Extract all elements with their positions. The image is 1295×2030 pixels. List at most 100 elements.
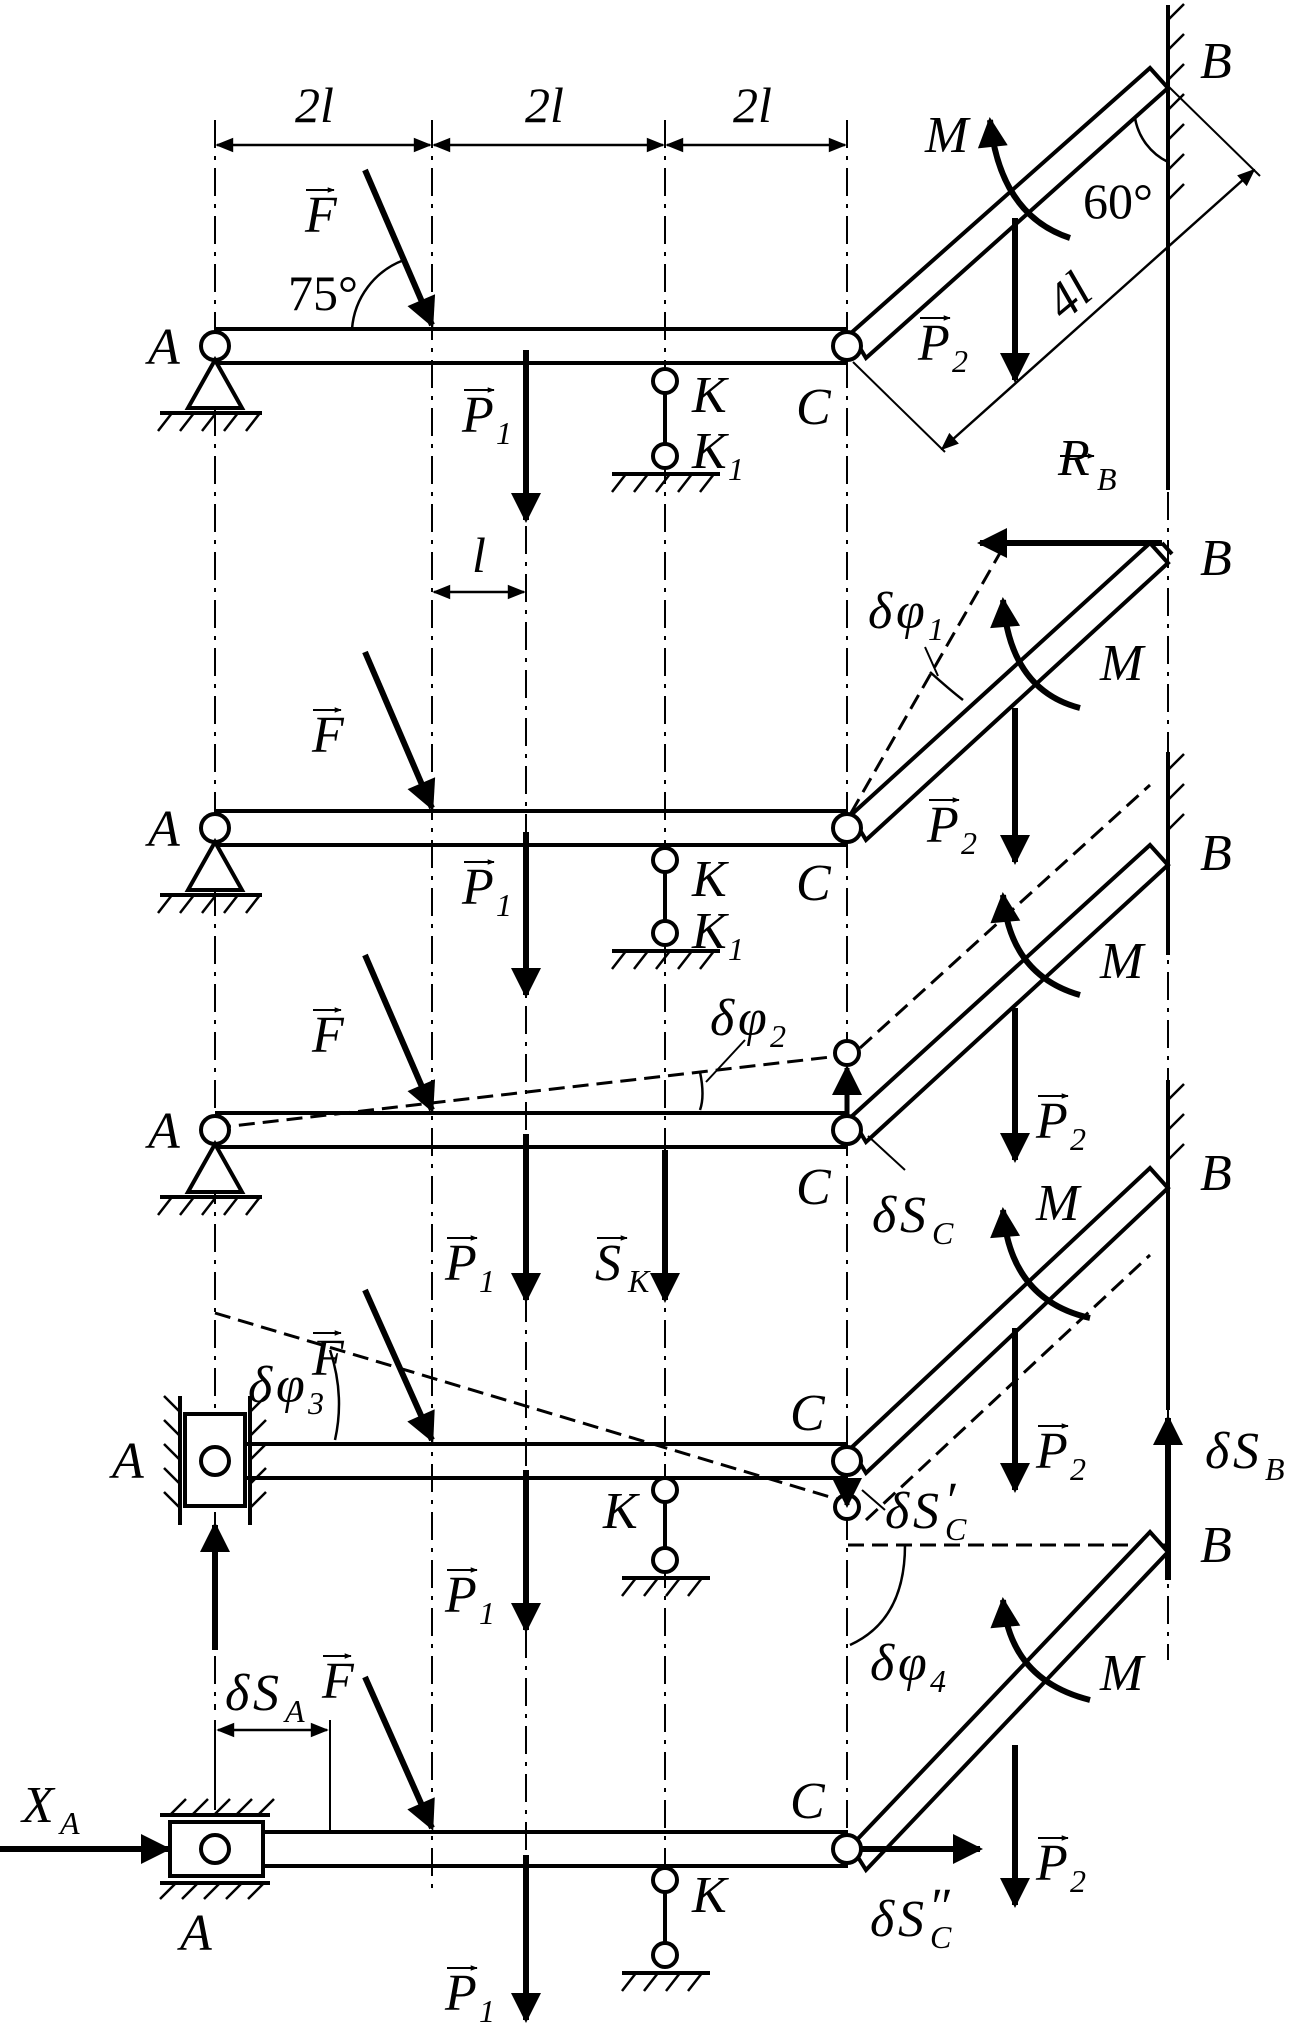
- label-dsb-delta: δ: [1205, 1423, 1230, 1480]
- label-dsc2-sub: C: [930, 1919, 952, 1955]
- label-xa: X: [20, 1777, 56, 1834]
- label-p1-2-sub: 1: [496, 887, 512, 923]
- label-dphi1-phi: φ: [896, 583, 925, 640]
- label-p2-5: P: [1035, 1835, 1068, 1892]
- label-dsa-s: S: [253, 1665, 279, 1722]
- label-dphi2-sub: 2: [770, 1018, 786, 1054]
- label-dsa-delta: δ: [225, 1665, 250, 1722]
- label-dsb-sub: B: [1265, 1451, 1285, 1487]
- angle-60: 60°: [1083, 173, 1153, 229]
- label-p2-2-sub: 2: [961, 825, 977, 861]
- label-sk-sub: K: [627, 1263, 651, 1299]
- label-dphi2-delta: δ: [710, 990, 735, 1047]
- label-dsc1-delta: δ: [885, 1483, 910, 1540]
- label-p1-1-sub: 1: [496, 415, 512, 451]
- dim-4l: 4l: [1035, 262, 1103, 332]
- label-p1-3-sub: 1: [479, 1263, 495, 1299]
- label-sk: S: [595, 1235, 621, 1292]
- label-rb: R: [1057, 430, 1090, 487]
- label-b-5: B: [1200, 1517, 1232, 1574]
- label-k1-1-sub: 1: [728, 451, 744, 487]
- label-dsc1-prime: ′: [944, 1473, 957, 1530]
- label-dsc1-s: S: [913, 1483, 939, 1540]
- guide-lines: [214, 60, 1169, 2020]
- label-xa-sub: A: [58, 1805, 80, 1841]
- label-f-3: F: [311, 1007, 345, 1064]
- label-dphi2-phi: φ: [738, 990, 767, 1047]
- label-c-1: C: [796, 379, 832, 436]
- label-k-2: K: [691, 851, 729, 908]
- label-dsc2-dprime: ″: [928, 1879, 951, 1936]
- dim-label-1: 2l: [295, 77, 334, 133]
- label-a-4: A: [109, 1433, 144, 1490]
- label-a-2: A: [145, 801, 180, 858]
- label-b-1: B: [1200, 33, 1232, 90]
- label-c-5: C: [790, 1773, 826, 1830]
- label-a-5: A: [177, 1905, 212, 1962]
- label-dphi4-delta: δ: [870, 1635, 895, 1692]
- label-p2-2: P: [926, 797, 959, 854]
- label-dphi3-delta: δ: [248, 1357, 273, 1414]
- label-dphi3-phi: φ: [276, 1357, 305, 1414]
- label-dsc1-sub: C: [945, 1511, 967, 1547]
- label-k1-2: K: [691, 903, 729, 960]
- label-a-1: A: [145, 319, 180, 376]
- label-dsc-delta: δ: [872, 1187, 897, 1244]
- label-p1-3: P: [444, 1235, 477, 1292]
- label-m-2: M: [1099, 635, 1146, 692]
- label-f-1: F: [304, 187, 338, 244]
- label-c-3: C: [796, 1159, 832, 1216]
- label-k1-2-sub: 1: [728, 931, 744, 967]
- label-m-1: M: [924, 107, 971, 164]
- label-b-3: B: [1200, 825, 1232, 882]
- angle-75: 75°: [288, 265, 358, 321]
- label-dsc-sub: C: [932, 1215, 954, 1251]
- label-p1-5-sub: 1: [479, 1993, 495, 2025]
- panel-3: [157, 752, 1185, 1303]
- label-dsc-s: S: [900, 1187, 926, 1244]
- label-dsc2-s: S: [898, 1891, 924, 1948]
- label-b-4: B: [1200, 1145, 1232, 1202]
- panel-5: [0, 1529, 1171, 2023]
- panel-4: [163, 1080, 1185, 1650]
- label-f-4: F: [311, 1330, 345, 1387]
- label-m-5: M: [1099, 1645, 1146, 1702]
- label-k-5: K: [691, 1867, 729, 1924]
- label-p1-4-sub: 1: [479, 1595, 495, 1631]
- label-p2-4: P: [1035, 1423, 1068, 1480]
- label-p1-2: P: [461, 859, 494, 916]
- label-k-1: K: [691, 367, 729, 424]
- label-dphi4-sub: 4: [930, 1663, 946, 1699]
- label-p2-3-sub: 2: [1070, 1121, 1086, 1157]
- dim-label-2: 2l: [525, 77, 564, 133]
- label-m-4: M: [1035, 1175, 1082, 1232]
- label-f-5: F: [321, 1653, 355, 1710]
- label-p1-1: P: [461, 387, 494, 444]
- label-f-2: F: [311, 707, 345, 764]
- label-a-3: A: [145, 1103, 180, 1160]
- label-c-4: C: [790, 1385, 826, 1442]
- label-p2-1: P: [917, 315, 950, 372]
- label-rb-sub: B: [1097, 461, 1117, 497]
- label-m-3: M: [1099, 933, 1146, 990]
- label-k1-1: K: [691, 423, 729, 480]
- label-p2-4-sub: 2: [1070, 1451, 1086, 1487]
- vector-overbars: [306, 187, 1095, 1971]
- label-dsa-sub: A: [283, 1693, 305, 1729]
- label-dphi1-sub: 1: [928, 611, 944, 647]
- label-b-2: B: [1200, 530, 1232, 587]
- label-c-2: C: [796, 855, 832, 912]
- panel-1: [157, 3, 1261, 523]
- dim-label-3: 2l: [733, 77, 772, 133]
- label-p2-3: P: [1035, 1093, 1068, 1150]
- label-p2-1-sub: 2: [952, 343, 968, 379]
- label-dphi3-sub: 3: [307, 1385, 324, 1421]
- label-dphi1-delta: δ: [868, 583, 893, 640]
- panel-2: [157, 528, 1174, 998]
- label-p1-4: P: [444, 1567, 477, 1624]
- label-k-4: K: [602, 1483, 640, 1540]
- label-dphi4-phi: φ: [898, 1635, 927, 1692]
- dim-label-l: l: [472, 527, 486, 583]
